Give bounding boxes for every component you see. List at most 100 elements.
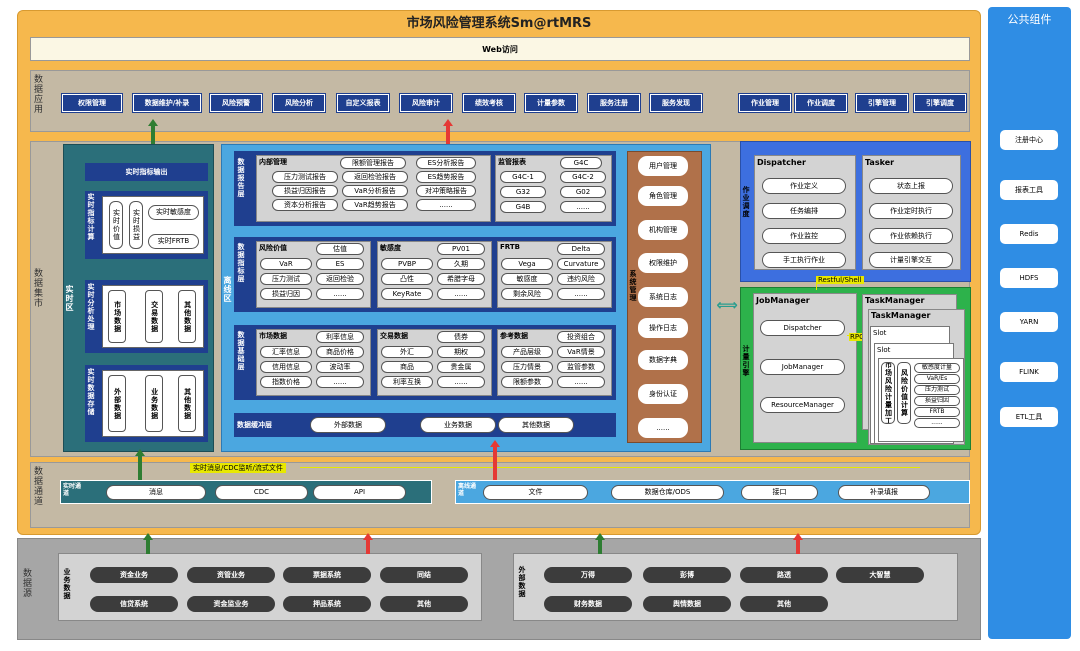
external-source-item: 彭博 <box>643 567 731 583</box>
app-nav-right-item[interactable]: 作业管理 <box>739 94 791 112</box>
offline-channel-item[interactable]: 文件 <box>483 485 588 500</box>
system-mgmt-item[interactable]: 系统日志 <box>638 287 688 307</box>
group-item: 商品价格 <box>316 346 364 358</box>
buffer-external: 外部数据 <box>310 417 386 433</box>
offline-channel-item[interactable]: 数据仓库/ODS <box>611 485 724 500</box>
app-nav-item[interactable]: 风险预警 <box>210 94 262 112</box>
app-nav-item[interactable]: 绩效考核 <box>463 94 515 112</box>
public-component-item[interactable]: YARN <box>1000 312 1058 332</box>
group-item: 希腊字母 <box>437 273 485 285</box>
external-source-item: 大智慧 <box>836 567 924 583</box>
group-item: 信用信息 <box>260 361 312 373</box>
regulatory-item: G02 <box>560 186 606 198</box>
public-component-item[interactable]: 报表工具 <box>1000 180 1058 200</box>
group-item: ...... <box>437 376 485 388</box>
group-item: 监管参数 <box>557 361 605 373</box>
group-item: Delta <box>557 243 605 255</box>
group-item: ...... <box>316 376 364 388</box>
public-component-item[interactable]: Redis <box>1000 224 1058 244</box>
internal-report-item: ES趋势报告 <box>416 171 476 183</box>
app-nav-right-item[interactable]: 引擎调度 <box>914 94 966 112</box>
business-source-item: 信贷系统 <box>90 596 178 612</box>
group-item: KeyRate <box>381 288 433 300</box>
offline-channel-item[interactable]: 接口 <box>741 485 818 500</box>
system-mgmt-item[interactable]: ...... <box>638 418 688 438</box>
internal-report-item: 压力测试报告 <box>272 171 338 183</box>
regulatory-item: G32 <box>500 186 546 198</box>
app-nav-item[interactable]: 计量参数 <box>525 94 577 112</box>
internal-report-item: ES分析报告 <box>416 157 476 169</box>
app-nav-right-item[interactable]: 引擎管理 <box>856 94 908 112</box>
app-nav-item[interactable]: 权限管理 <box>62 94 122 112</box>
data-mart-label: 数据集市 <box>32 268 42 308</box>
group-item: 损益归因 <box>260 288 312 300</box>
realtime-channel-item[interactable]: 消息 <box>106 485 206 500</box>
taskmanager-inner-title: TaskManager <box>871 311 931 320</box>
group-item: ES <box>316 258 364 270</box>
web-access-bar: Web访问 <box>30 37 970 61</box>
business-source-label: 业务数据 <box>63 568 71 600</box>
group-item: 波动率 <box>316 361 364 373</box>
realtime-calc-label: 实时指标计算 <box>87 193 95 241</box>
realtime-analysis-item: 市场数据 <box>108 290 126 343</box>
realtime-value: 实时价值 <box>109 201 123 249</box>
realtime-pnl: 实时损益 <box>129 201 143 249</box>
base-layer-label: 数据基础层 <box>237 331 245 371</box>
realtime-zone-label: 实时区 <box>65 285 74 312</box>
realtime-analysis-item: 其他数据 <box>178 290 196 343</box>
restful-label: Restful/Shell <box>816 276 864 284</box>
app-nav-item[interactable]: 自定义报表 <box>337 94 389 112</box>
calc-label-2: 风险价值计算 <box>897 362 911 424</box>
app-nav-item[interactable]: 风险审计 <box>400 94 452 112</box>
group-item: 剩余风险 <box>501 288 553 300</box>
jm-resourcemanager: ResourceManager <box>760 397 845 413</box>
realtime-channel-item[interactable]: CDC <box>215 485 308 500</box>
arrow-source-green-right <box>598 540 602 554</box>
business-source-item: 其他 <box>380 596 468 612</box>
app-nav-item[interactable]: 服务发现 <box>650 94 702 112</box>
regulatory-item: ...... <box>560 201 606 213</box>
group-item: 压力情景 <box>501 361 553 373</box>
dispatcher-item: 手工执行作业 <box>762 252 846 268</box>
rpc-label: RPC <box>849 333 865 341</box>
app-nav-item[interactable]: 数据维护/补录 <box>133 94 201 112</box>
app-nav-right-item[interactable]: 作业调度 <box>795 94 847 112</box>
system-mgmt-item[interactable]: 用户管理 <box>638 156 688 176</box>
public-component-item[interactable]: ETL工具 <box>1000 407 1058 427</box>
public-component-item[interactable]: FLINK <box>1000 362 1058 382</box>
regulatory-item: G4C <box>560 157 602 169</box>
public-component-item[interactable]: 注册中心 <box>1000 130 1058 150</box>
app-nav-item[interactable]: 风险分析 <box>273 94 325 112</box>
internal-report-item: ...... <box>416 199 476 211</box>
external-source-item: 财务数据 <box>544 596 632 612</box>
group-title: 参考数据 <box>500 332 528 340</box>
realtime-channel-label: 实时通道 <box>63 483 82 498</box>
group-item: PVBP <box>381 258 433 270</box>
engine-calc-item: ...... <box>914 418 960 428</box>
buffer-other: 其他数据 <box>498 417 574 433</box>
yellow-link <box>300 467 920 468</box>
realtime-channel-item[interactable]: API <box>313 485 406 500</box>
dispatcher-item: 作业定义 <box>762 178 846 194</box>
system-mgmt-item[interactable]: 机构管理 <box>638 220 688 240</box>
system-mgmt-item[interactable]: 数据字典 <box>638 350 688 370</box>
offline-channel-item[interactable]: 补录填报 <box>838 485 930 500</box>
realtime-storage-item: 外部数据 <box>108 375 126 432</box>
app-nav-item[interactable]: 服务注册 <box>588 94 640 112</box>
realtime-storage-item: 业务数据 <box>145 375 163 432</box>
internal-report-item: VaR趋势报告 <box>342 199 408 211</box>
group-item: 商品 <box>381 361 433 373</box>
public-component-item[interactable]: HDFS <box>1000 268 1058 288</box>
group-item: Curvature <box>557 258 605 270</box>
slot-label-2: Slot <box>877 346 891 354</box>
regulatory-item: G4C-1 <box>500 171 546 183</box>
report-layer-label: 数据报告层 <box>237 158 245 198</box>
system-mgmt-item[interactable]: 身份认证 <box>638 384 688 404</box>
business-source-item: 资管业务 <box>187 567 275 583</box>
system-mgmt-item[interactable]: 权限维护 <box>638 253 688 273</box>
tasker-item: 状态上报 <box>869 178 953 194</box>
system-mgmt-item[interactable]: 操作日志 <box>638 318 688 338</box>
group-item: 压力测试 <box>260 273 312 285</box>
system-mgmt-item[interactable]: 角色管理 <box>638 186 688 206</box>
dispatcher-item: 作业监控 <box>762 228 846 244</box>
